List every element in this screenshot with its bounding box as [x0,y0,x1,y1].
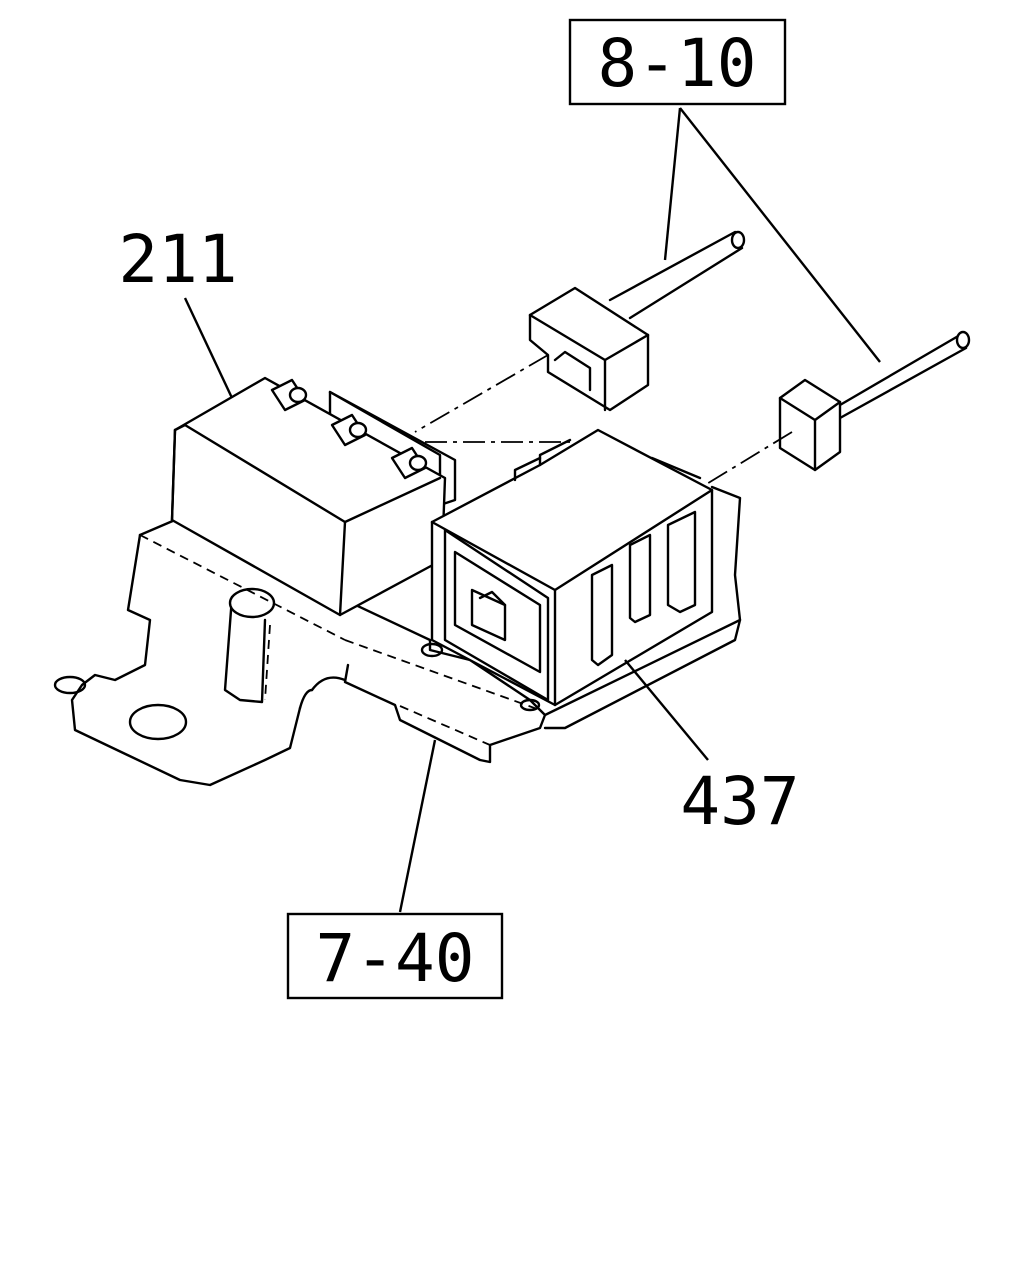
callout-ref-bottom[interactable]: 7-40 [286,912,504,1000]
callout-part-437[interactable]: 437 [680,763,799,840]
leader-8-10-a [663,107,682,261]
wire-connector-upper [528,230,746,412]
callout-ref-bottom-label: 7-40 [316,920,475,997]
leader-8-10-b [679,107,881,363]
leader-7-40 [398,739,437,913]
assembly-line-1 [414,354,549,433]
callout-ref-top-label: 8-10 [598,25,757,102]
callout-ref-top[interactable]: 8-10 [568,18,787,106]
callout-part-211[interactable]: 211 [118,221,237,298]
mounting-bracket [53,485,742,787]
leader-437 [624,659,709,761]
callout-ref-top-box [568,18,787,106]
wire-connector-lower [778,330,971,472]
leader-211 [183,297,234,399]
assembly-line-3 [704,431,793,486]
callout-ref-bottom-box [286,912,504,1000]
relay-211 [170,376,457,617]
relay-socket-437 [420,428,714,712]
